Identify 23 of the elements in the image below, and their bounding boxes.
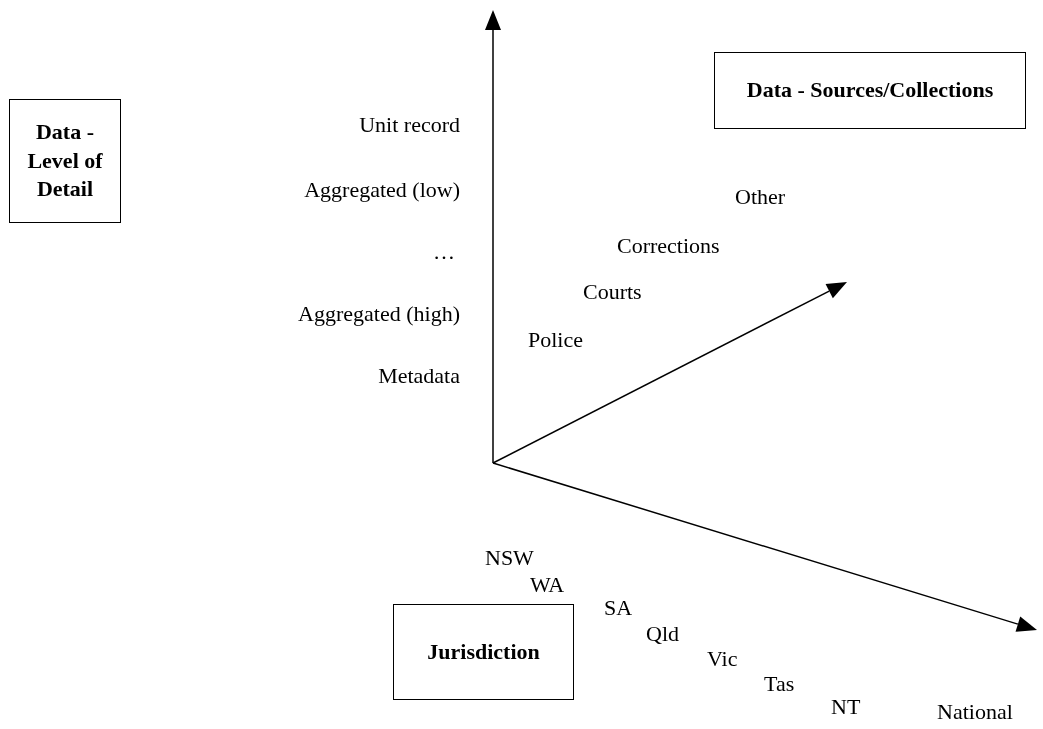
jurisdiction-label: NT [831,694,861,720]
level-label: Aggregated (low) [304,177,460,203]
jurisdiction-label: Qld [646,621,679,647]
level-label: … [433,239,455,265]
box-title: Data - Sources/Collections [746,76,994,105]
source-label: Other [735,184,786,210]
jurisdiction-label: WA [530,572,565,598]
source-label: Courts [583,279,642,305]
jurisdiction-label: Vic [707,646,738,672]
level-label: Unit record [359,112,460,138]
level-label: Aggregated (high) [298,301,460,327]
jurisdiction-label: Tas [764,671,795,697]
source-label: Police [528,327,583,353]
box-title: Jurisdiction [427,637,540,666]
level-label: Metadata [378,363,460,389]
jurisdiction-label: SA [604,595,633,621]
jurisdiction-label: NSW [485,545,534,571]
box-title: Data - Level of Detail [26,118,104,204]
source-label: Corrections [617,233,720,259]
text-box [714,52,1026,129]
text-box [393,604,574,700]
text-box [9,99,121,223]
jurisdiction-label: National [937,699,1013,725]
